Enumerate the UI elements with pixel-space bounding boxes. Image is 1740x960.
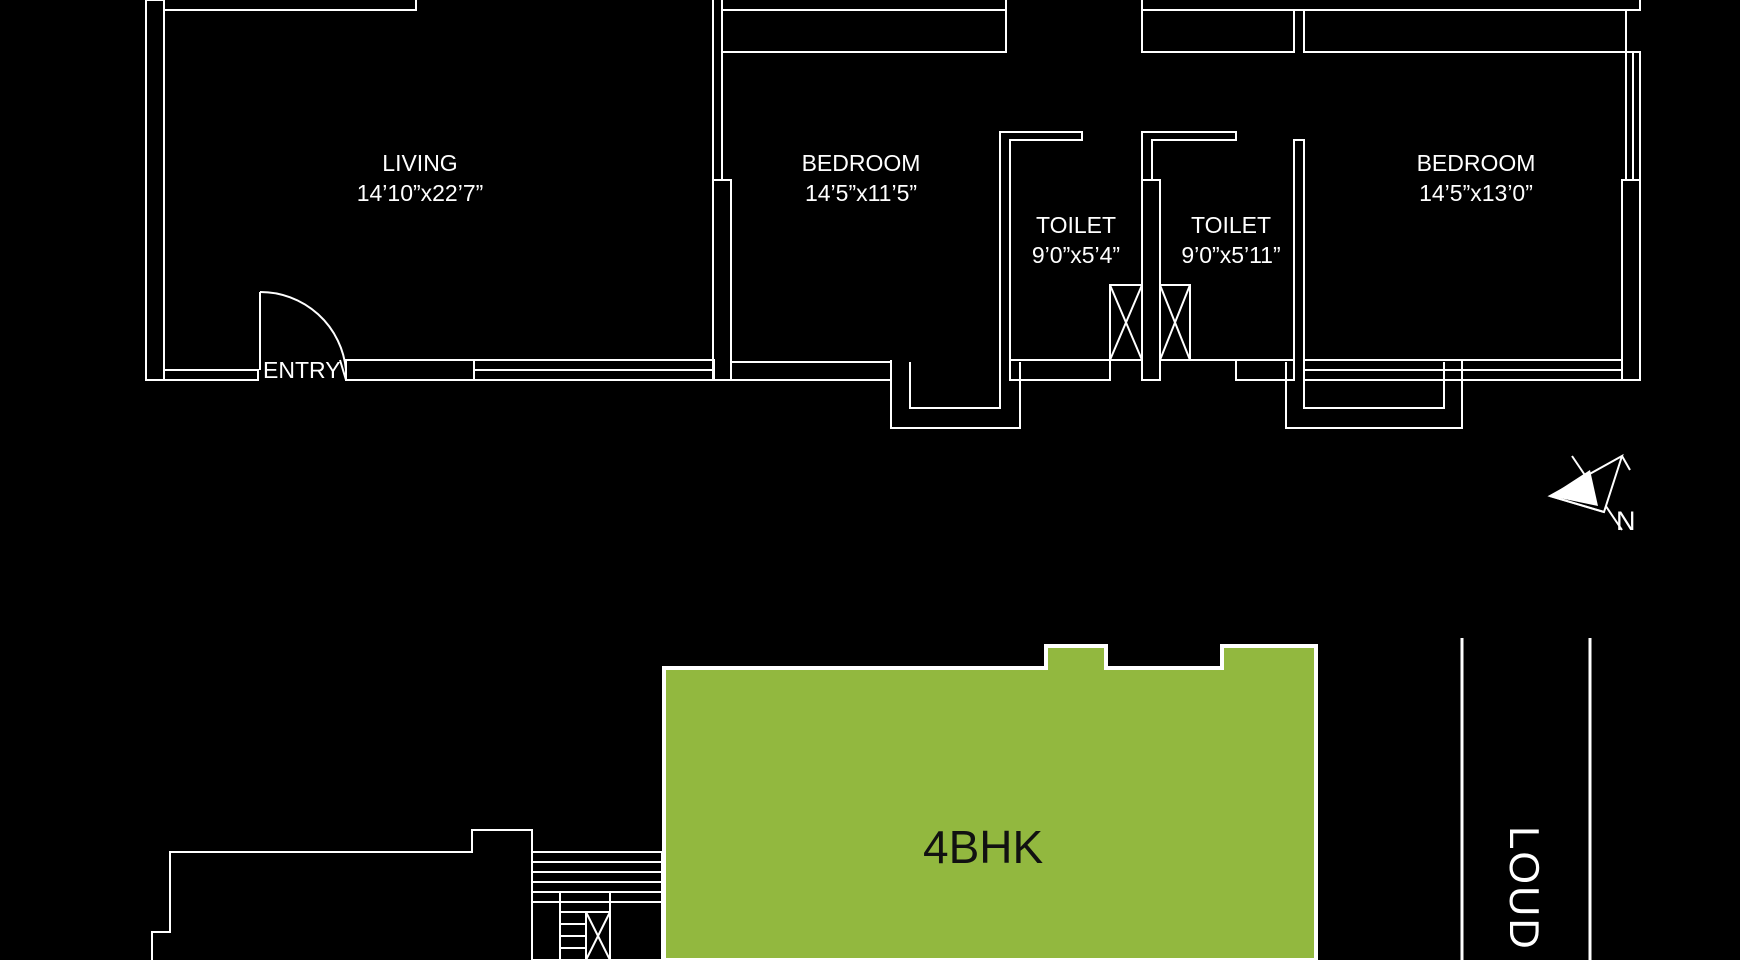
bay-bedroom-1 <box>890 360 1021 429</box>
window-bedroom-2-a <box>1141 9 1295 53</box>
wall-left <box>145 0 165 381</box>
room-name: BEDROOM <box>1416 150 1536 176</box>
wall-partition-1 <box>712 179 732 381</box>
walls <box>145 0 1641 429</box>
unit-4bhk-block <box>662 644 1318 960</box>
entry-label: ENTRY <box>263 357 341 383</box>
room-label-bedroom-2: BEDROOM 14’5”x13’0” <box>1376 148 1576 208</box>
room-name: TOILET <box>1190 212 1272 238</box>
room-name: TOILET <box>1035 212 1117 238</box>
wall-bottom-2 <box>345 359 475 381</box>
room-size: 9’0”x5’4” <box>1031 242 1121 268</box>
wall-toilet-1 <box>999 131 1083 380</box>
room-name: LIVING <box>382 150 458 176</box>
wall-toilet-1-bottom <box>1009 359 1111 381</box>
room-name: BEDROOM <box>801 150 921 176</box>
room-label-toilet-2: TOILET 9’0”x5’11” <box>1166 210 1296 270</box>
room-label-toilet-1: TOILET 9’0”x5’4” <box>1016 210 1136 270</box>
room-size: 9’0”x5’11” <box>1181 242 1281 268</box>
window-bedroom-1 <box>722 9 1007 53</box>
road-label: LOUD <box>1501 826 1548 951</box>
wall-top-left <box>163 0 417 11</box>
room-size: 14’10”x22’7” <box>356 180 484 206</box>
window-bedroom-2-b <box>1303 9 1627 53</box>
wall-right <box>1621 179 1641 381</box>
shaft-1 <box>1109 284 1143 361</box>
adjacent-block <box>151 829 663 960</box>
wall-toilet-shared <box>1141 179 1161 381</box>
key-plan <box>151 638 1592 960</box>
room-size: 14’5”x11’5” <box>804 180 918 206</box>
north-label: N <box>1616 506 1636 536</box>
north-arrow-icon <box>1547 453 1631 531</box>
room-size: 14’5”x13’0” <box>1419 180 1533 206</box>
window-bedroom-1-bottom <box>730 361 892 381</box>
shaft-2 <box>1159 284 1191 361</box>
unit-label: 4BHK <box>923 821 1044 873</box>
room-label-bedroom-1: BEDROOM 14’5”x11’5” <box>761 148 961 208</box>
room-label-living: LIVING 14’10”x22’7” <box>320 148 520 208</box>
bay-bedroom-2 <box>1285 360 1463 429</box>
wall-bottom-1 <box>164 369 259 381</box>
entry-door-swing <box>259 290 347 371</box>
